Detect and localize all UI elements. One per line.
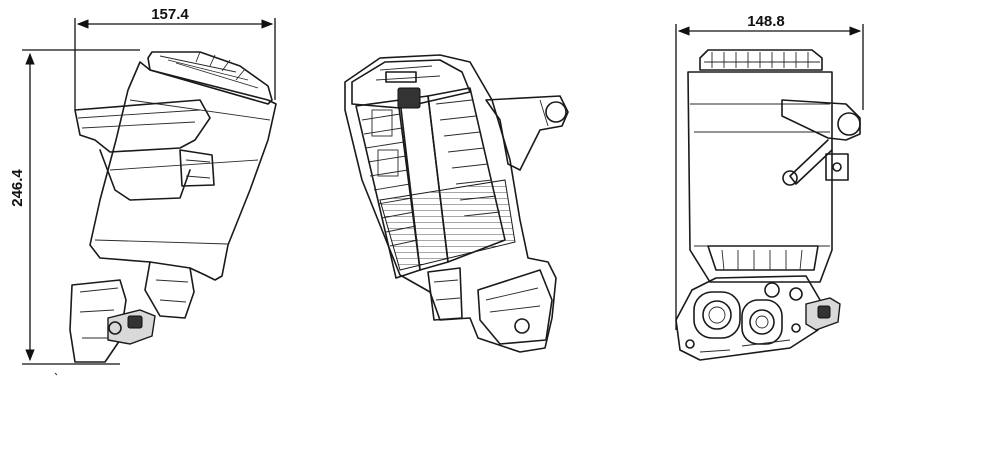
height-label-left: 246.4: [9, 169, 26, 207]
sensor-connector-left: [107, 309, 156, 345]
section-view: [344, 54, 569, 353]
height-dimension-left: 246.4: [9, 49, 140, 365]
sensor-connector-right: [805, 297, 841, 331]
width-label-left: 157.4: [151, 6, 189, 23]
filter-element-section: [355, 87, 516, 279]
front-view: 148.8: [675, 13, 864, 361]
width-dimension-left: 157.4: [74, 6, 276, 110]
width-dimension-right: 148.8: [675, 13, 864, 330]
port-block-front: [675, 275, 821, 361]
side-view: 157.4 246.4: [9, 6, 277, 376]
width-label-right: 148.8: [747, 13, 785, 30]
